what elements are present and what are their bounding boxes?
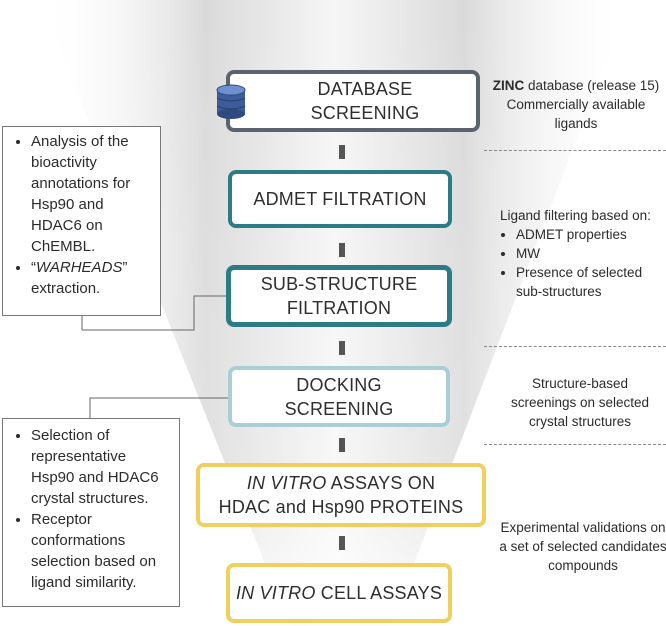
note-bot-item-2: Receptor conformations selection based o…: [31, 509, 173, 593]
warheads-quote-open: “: [31, 259, 36, 276]
in-vitro-step-line1: IN VITRO ASSAYS ON: [219, 471, 464, 495]
divider-1: [484, 150, 666, 151]
connector-4: [339, 438, 345, 452]
zinc-line3: ligands: [554, 116, 598, 131]
divider-2: [484, 346, 666, 347]
crystal-structure-selection-note: Selection of representative Hsp90 and HD…: [2, 418, 180, 607]
in-vitro-line1-rest: ASSAYS ON: [326, 473, 436, 493]
filter-item-substructures: Presence of selected sub-structures: [516, 263, 666, 301]
database-step-line1: DATABASE: [317, 79, 413, 99]
database-cylinder-icon: [216, 84, 246, 119]
note-bot-item-1: Selection of representative Hsp90 and HD…: [31, 425, 173, 509]
admet-filtration-step: ADMET FILTRATION: [228, 170, 452, 228]
substructure-step-line1: SUB-STRUCTURE: [260, 274, 418, 294]
zinc-database-description: ZINC database (release 15) Commercially …: [488, 76, 664, 133]
in-vitro-cell-assays-step: IN VITRO CELL ASSAYS: [226, 563, 452, 623]
substructure-filtration-step: SUB-STRUCTURE FILTRATION: [226, 265, 452, 327]
zinc-line1: ZINC database (release 15): [488, 76, 664, 95]
docking-step-line1: DOCKING: [296, 374, 382, 395]
connector-1: [339, 145, 345, 159]
note-bot-leader-line: [89, 397, 228, 418]
in-vitro-italic: IN VITRO: [246, 473, 327, 493]
divider-3: [484, 444, 666, 445]
bioactivity-analysis-note: Analysis of the bioactivity annotations …: [2, 126, 161, 316]
connector-2: [339, 243, 345, 257]
structure-based-description: Structure-based screenings on selected c…: [510, 376, 650, 429]
zinc-bold: ZINC: [492, 78, 525, 93]
connector-3: [339, 341, 345, 355]
database-screening-step: DATABASE SCREENING: [216, 70, 480, 132]
experimental-validation-description: Experimental validations on a set of sel…: [499, 520, 666, 573]
docking-screening-step: DOCKING SCREENING: [228, 366, 450, 427]
cell-assays-italic: IN VITRO: [235, 583, 316, 603]
substructure-step-line2: FILTRATION: [286, 298, 392, 318]
admet-step-label: ADMET FILTRATION: [253, 189, 427, 209]
in-vitro-step-line2: HDAC and Hsp90 PROTEINS: [218, 497, 464, 517]
filter-item-mw: MW: [516, 244, 666, 263]
cell-assays-rest: CELL ASSAYS: [315, 583, 443, 603]
cell-assays-label: IN VITRO CELL ASSAYS: [236, 581, 442, 605]
note-top-item-1: Analysis of the bioactivity annotations …: [31, 131, 154, 257]
warheads-italic: WARHEADS: [36, 259, 123, 276]
connector-5: [339, 536, 345, 550]
warheads-rest: ” extraction.: [31, 259, 128, 297]
zinc-line2: Commercially available: [506, 97, 646, 112]
docking-step-line2: SCREENING: [284, 398, 394, 419]
note-top-leader-line: [82, 295, 226, 331]
filter-title: Ligand filtering based on:: [500, 208, 651, 223]
zinc-rest: database (release 15): [524, 78, 660, 93]
ligand-filtering-description: Ligand filtering based on: ADMET propert…: [500, 206, 666, 301]
note-top-item-2: “WARHEADS” extraction.: [31, 257, 154, 299]
filter-item-admet: ADMET properties: [516, 225, 666, 244]
database-step-line2: SCREENING: [310, 103, 420, 123]
in-vitro-protein-assays-step: IN VITRO ASSAYS ON HDAC and Hsp90 PROTEI…: [196, 463, 486, 527]
